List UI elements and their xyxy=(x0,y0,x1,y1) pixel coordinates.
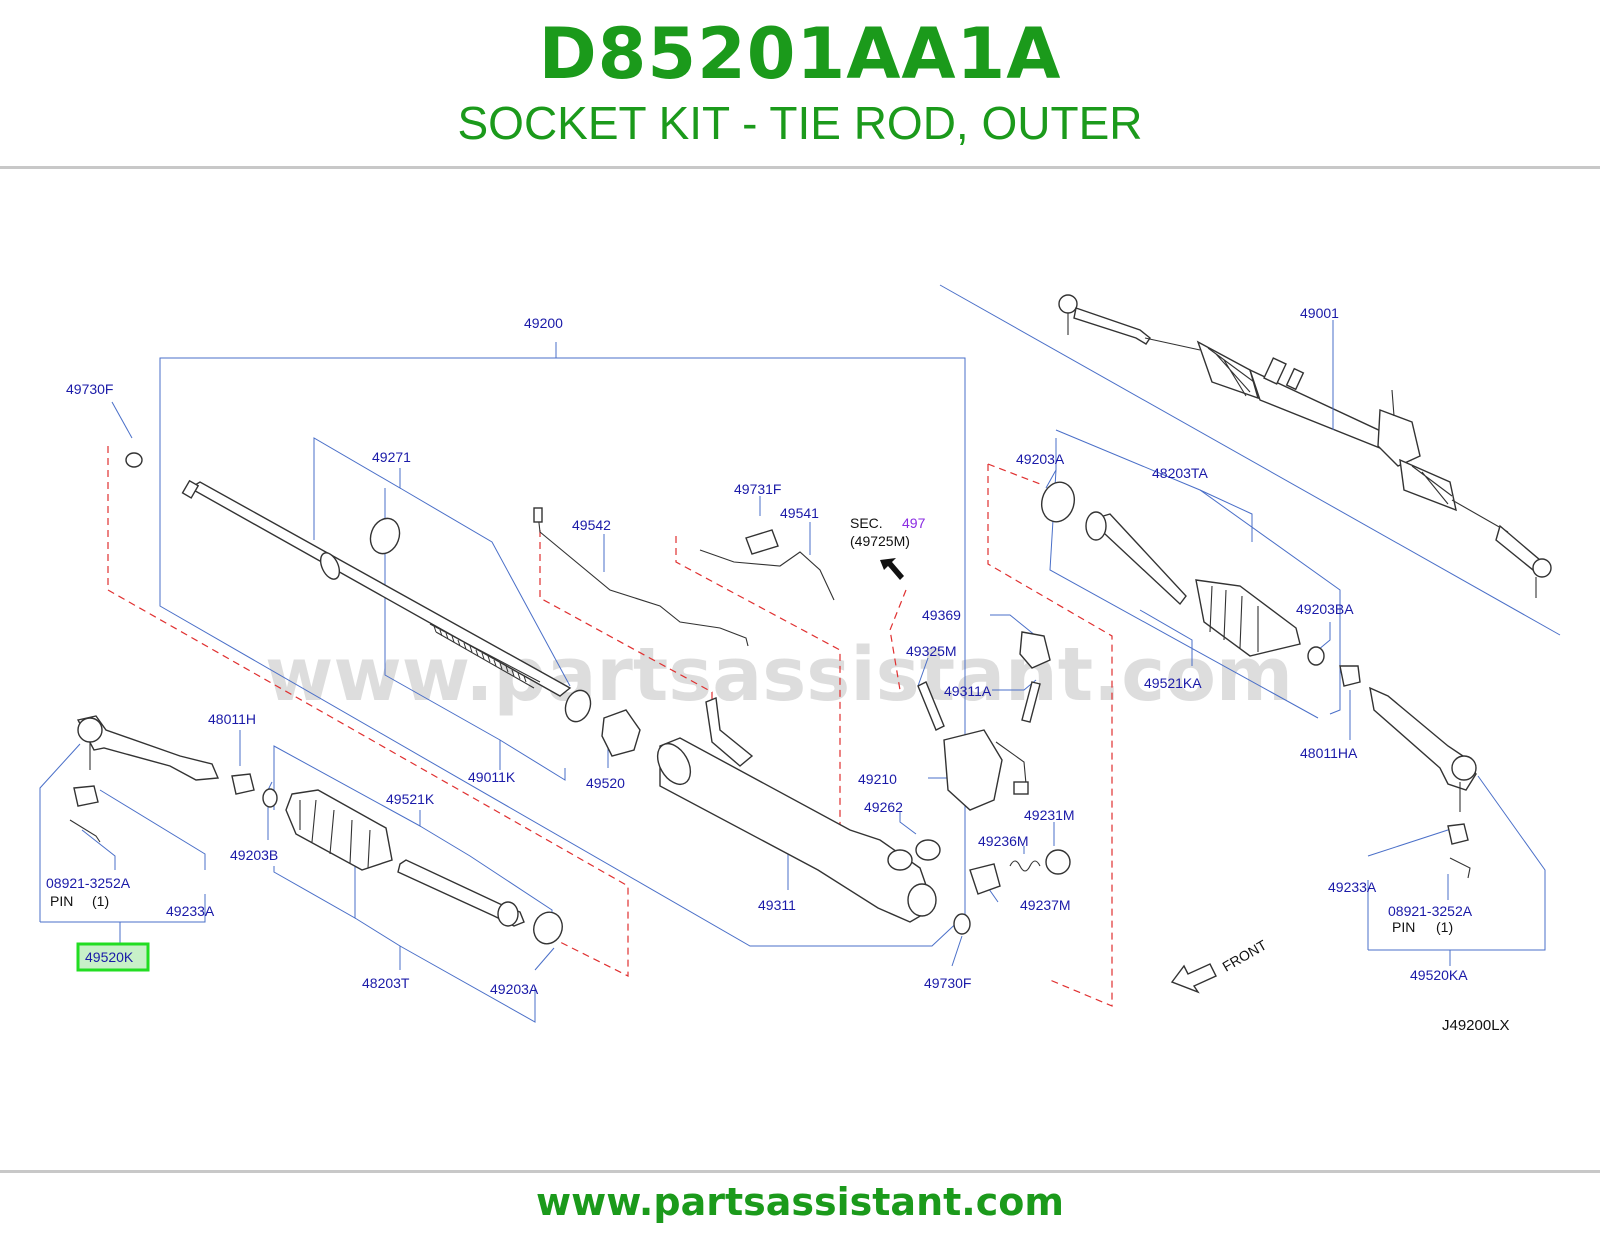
label-49203BA[interactable]: 49203BA xyxy=(1296,601,1354,617)
label-48203T[interactable]: 48203T xyxy=(362,975,410,991)
label-pin-right: PIN xyxy=(1392,919,1415,935)
label-49731F[interactable]: 49731F xyxy=(734,481,781,497)
label-49520[interactable]: 49520 xyxy=(586,775,625,791)
label-49311A[interactable]: 49311A xyxy=(944,683,992,699)
label-49231M[interactable]: 49231M xyxy=(1024,807,1075,823)
label-49011K[interactable]: 49011K xyxy=(468,769,516,785)
label-49730F-bottom[interactable]: 49730F xyxy=(924,975,971,991)
label-48203TA[interactable]: 48203TA xyxy=(1152,465,1208,481)
label-49237M[interactable]: 49237M xyxy=(1020,897,1071,913)
label-pin-qty-right: (1) xyxy=(1436,919,1453,935)
label-pin-qty-left: (1) xyxy=(92,893,109,909)
label-49203A-top[interactable]: 49203A xyxy=(1016,451,1065,467)
page-header: D85201AA1A SOCKET KIT - TIE ROD, OUTER xyxy=(0,0,1600,168)
label-sec-number[interactable]: 497 xyxy=(902,515,926,531)
highlighted-part-49520K[interactable]: 49520K xyxy=(76,942,150,972)
label-08921-3252A-right[interactable]: 08921-3252A xyxy=(1388,903,1473,919)
parts-drawings xyxy=(69,452,1477,994)
watermark-text: www.partsassistant.com xyxy=(265,632,1293,718)
label-08921-3252A-left[interactable]: 08921-3252A xyxy=(46,875,131,891)
label-49236M[interactable]: 49236M xyxy=(978,833,1029,849)
label-48011H[interactable]: 48011H xyxy=(208,711,256,727)
footer-website-link[interactable]: www.partsassistant.com xyxy=(536,1180,1064,1224)
highlight-box xyxy=(76,942,150,972)
label-49542[interactable]: 49542 xyxy=(572,517,611,533)
label-pin-left: PIN xyxy=(50,893,73,909)
label-49203A-bottom[interactable]: 49203A xyxy=(490,981,539,997)
label-49262[interactable]: 49262 xyxy=(864,799,903,815)
label-49369[interactable]: 49369 xyxy=(922,607,961,623)
label-49233A-right[interactable]: 49233A xyxy=(1328,879,1377,895)
diagram-code: J49200LX xyxy=(1442,1017,1510,1034)
part-number-title: D85201AA1A xyxy=(538,13,1062,95)
label-48011HA[interactable]: 48011HA xyxy=(1300,745,1358,761)
label-sec: SEC. xyxy=(850,515,883,531)
label-49521KA[interactable]: 49521KA xyxy=(1144,675,1202,691)
label-49210[interactable]: 49210 xyxy=(858,771,897,787)
label-49001[interactable]: 49001 xyxy=(1300,305,1339,321)
label-sec-ref: (49725M) xyxy=(850,533,910,549)
label-49520K[interactable]: 49520K xyxy=(85,949,134,965)
label-49521K[interactable]: 49521K xyxy=(386,791,435,807)
front-direction-label: FRONT xyxy=(1220,936,1270,974)
label-49271[interactable]: 49271 xyxy=(372,449,411,465)
label-49200[interactable]: 49200 xyxy=(524,315,563,331)
sec-arrow-icon xyxy=(880,558,904,580)
label-49730F-left[interactable]: 49730F xyxy=(66,381,113,397)
label-49233A-left[interactable]: 49233A xyxy=(166,903,215,919)
label-49311[interactable]: 49311 xyxy=(758,897,796,913)
footer-divider xyxy=(0,1170,1600,1173)
steering-gear-assembly-drawing xyxy=(939,284,1561,636)
header-divider xyxy=(0,166,1600,169)
part-description-title: SOCKET KIT - TIE ROD, OUTER xyxy=(457,97,1143,149)
phantom-lines xyxy=(107,446,1113,1007)
label-49520KA[interactable]: 49520KA xyxy=(1410,967,1468,983)
exploded-parts-diagram: www.partsassistant.com xyxy=(39,284,1561,1034)
label-49203B[interactable]: 49203B xyxy=(230,847,278,863)
label-49325M[interactable]: 49325M xyxy=(906,643,957,659)
label-49541[interactable]: 49541 xyxy=(780,505,819,521)
